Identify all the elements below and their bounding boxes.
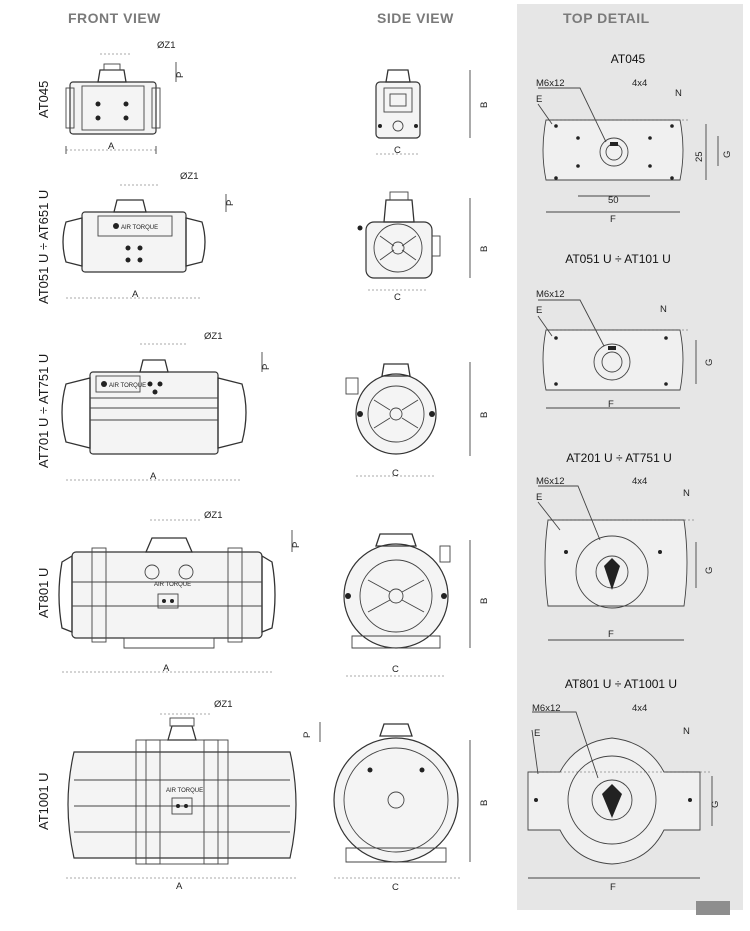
detail-m-at201: M6x12: [536, 476, 565, 487]
detail-g-at201: G: [704, 567, 715, 574]
dim-b-at801: B: [479, 598, 490, 604]
top-detail-at045: [537, 87, 719, 213]
logo-at1001: AIR TORQUE: [166, 788, 203, 794]
detail-g-at801: G: [710, 801, 721, 808]
dim-p-at045: P: [175, 72, 186, 78]
detail-sq-at045: 4x4: [632, 78, 647, 89]
logo-at801: AIR TORQUE: [154, 582, 191, 588]
detail-f-at045: F: [610, 214, 616, 225]
detail-title-at051-at101: AT051 U ÷ AT101 U: [565, 252, 671, 266]
detail-n-at201: N: [683, 488, 690, 499]
front-view-at1001: [66, 713, 321, 879]
detail-n-at801: N: [683, 726, 690, 737]
detail-n-at051: N: [660, 304, 667, 315]
dim-a-at701: A: [150, 471, 157, 482]
side-view-at051-at651: [357, 191, 471, 291]
top-detail-at801-at1001: [527, 711, 713, 879]
dim-p-at801: P: [291, 542, 302, 548]
detail-title-at045: AT045: [610, 52, 646, 66]
detail-title-at801-at1001: AT801 U ÷ AT1001 U: [564, 677, 678, 691]
detail-g-at045: G: [722, 151, 733, 158]
top-detail-heading: TOP DETAIL: [563, 10, 650, 26]
detail-f-at201: F: [608, 629, 614, 640]
dim-p-at1001: P: [302, 732, 313, 738]
corner-marker: [696, 901, 730, 915]
dim-c-at045: C: [394, 145, 401, 156]
detail-sq-at801: 4x4: [632, 703, 647, 714]
dim-b-at051: B: [479, 246, 490, 252]
detail-f-at801: F: [610, 882, 616, 893]
top-detail-at051-at101: [537, 299, 697, 409]
detail-m-at051: M6x12: [536, 289, 565, 300]
dim-c-at051: C: [394, 292, 401, 303]
detail-n-at045: N: [675, 88, 682, 99]
detail-sq-at201: 4x4: [632, 476, 647, 487]
dim-z1-at801: ØZ1: [204, 510, 222, 521]
logo-at701: AIR TORQUE: [109, 383, 146, 389]
side-view-at701-at751: [345, 362, 471, 477]
dim-a-at051: A: [132, 289, 139, 300]
side-view-at801: [343, 533, 471, 677]
detail-e-at051: E: [536, 305, 542, 316]
detail-g-at051: G: [704, 359, 715, 366]
front-view-heading: FRONT VIEW: [68, 10, 161, 26]
dim-c-at701: C: [392, 468, 399, 479]
detail-e-at045: E: [536, 94, 542, 105]
detail-50-at045: 50: [608, 195, 619, 206]
side-view-heading: SIDE VIEW: [377, 10, 454, 26]
detail-e-at201: E: [536, 492, 542, 503]
side-view-at1001: [333, 723, 471, 879]
front-view-at045: [65, 53, 177, 154]
dim-z1-at1001: ØZ1: [214, 699, 232, 710]
dim-a-at045: A: [108, 141, 115, 152]
dim-c-at801: C: [392, 664, 399, 675]
dim-c-at1001: C: [392, 882, 399, 893]
dim-p-at701: P: [261, 364, 272, 370]
front-view-at051-at651: [62, 184, 227, 299]
front-view-at701-at751: [61, 343, 263, 481]
detail-25-at045: 25: [694, 151, 705, 162]
detail-m-at801: M6x12: [532, 703, 561, 714]
detail-f-at051: F: [608, 399, 614, 410]
detail-m-at045: M6x12: [536, 78, 565, 89]
detail-e-at801: E: [534, 728, 540, 739]
front-view-at801: [58, 519, 293, 673]
dim-b-at1001: B: [479, 800, 490, 806]
top-detail-at201-at751: [537, 485, 697, 641]
dim-p-at051: P: [225, 200, 236, 206]
dim-z1-at701: ØZ1: [204, 331, 222, 342]
dim-z1-at045: ØZ1: [157, 40, 175, 51]
dim-z1-at051: ØZ1: [180, 171, 198, 182]
side-view-at045: [375, 69, 471, 155]
logo-at051: AIR TORQUE: [121, 225, 158, 231]
dim-b-at045: B: [479, 102, 490, 108]
dim-b-at701: B: [479, 412, 490, 418]
detail-title-at201-at751: AT201 U ÷ AT751 U: [566, 451, 672, 465]
dim-a-at801: A: [163, 663, 170, 674]
dim-a-at1001: A: [176, 881, 183, 892]
